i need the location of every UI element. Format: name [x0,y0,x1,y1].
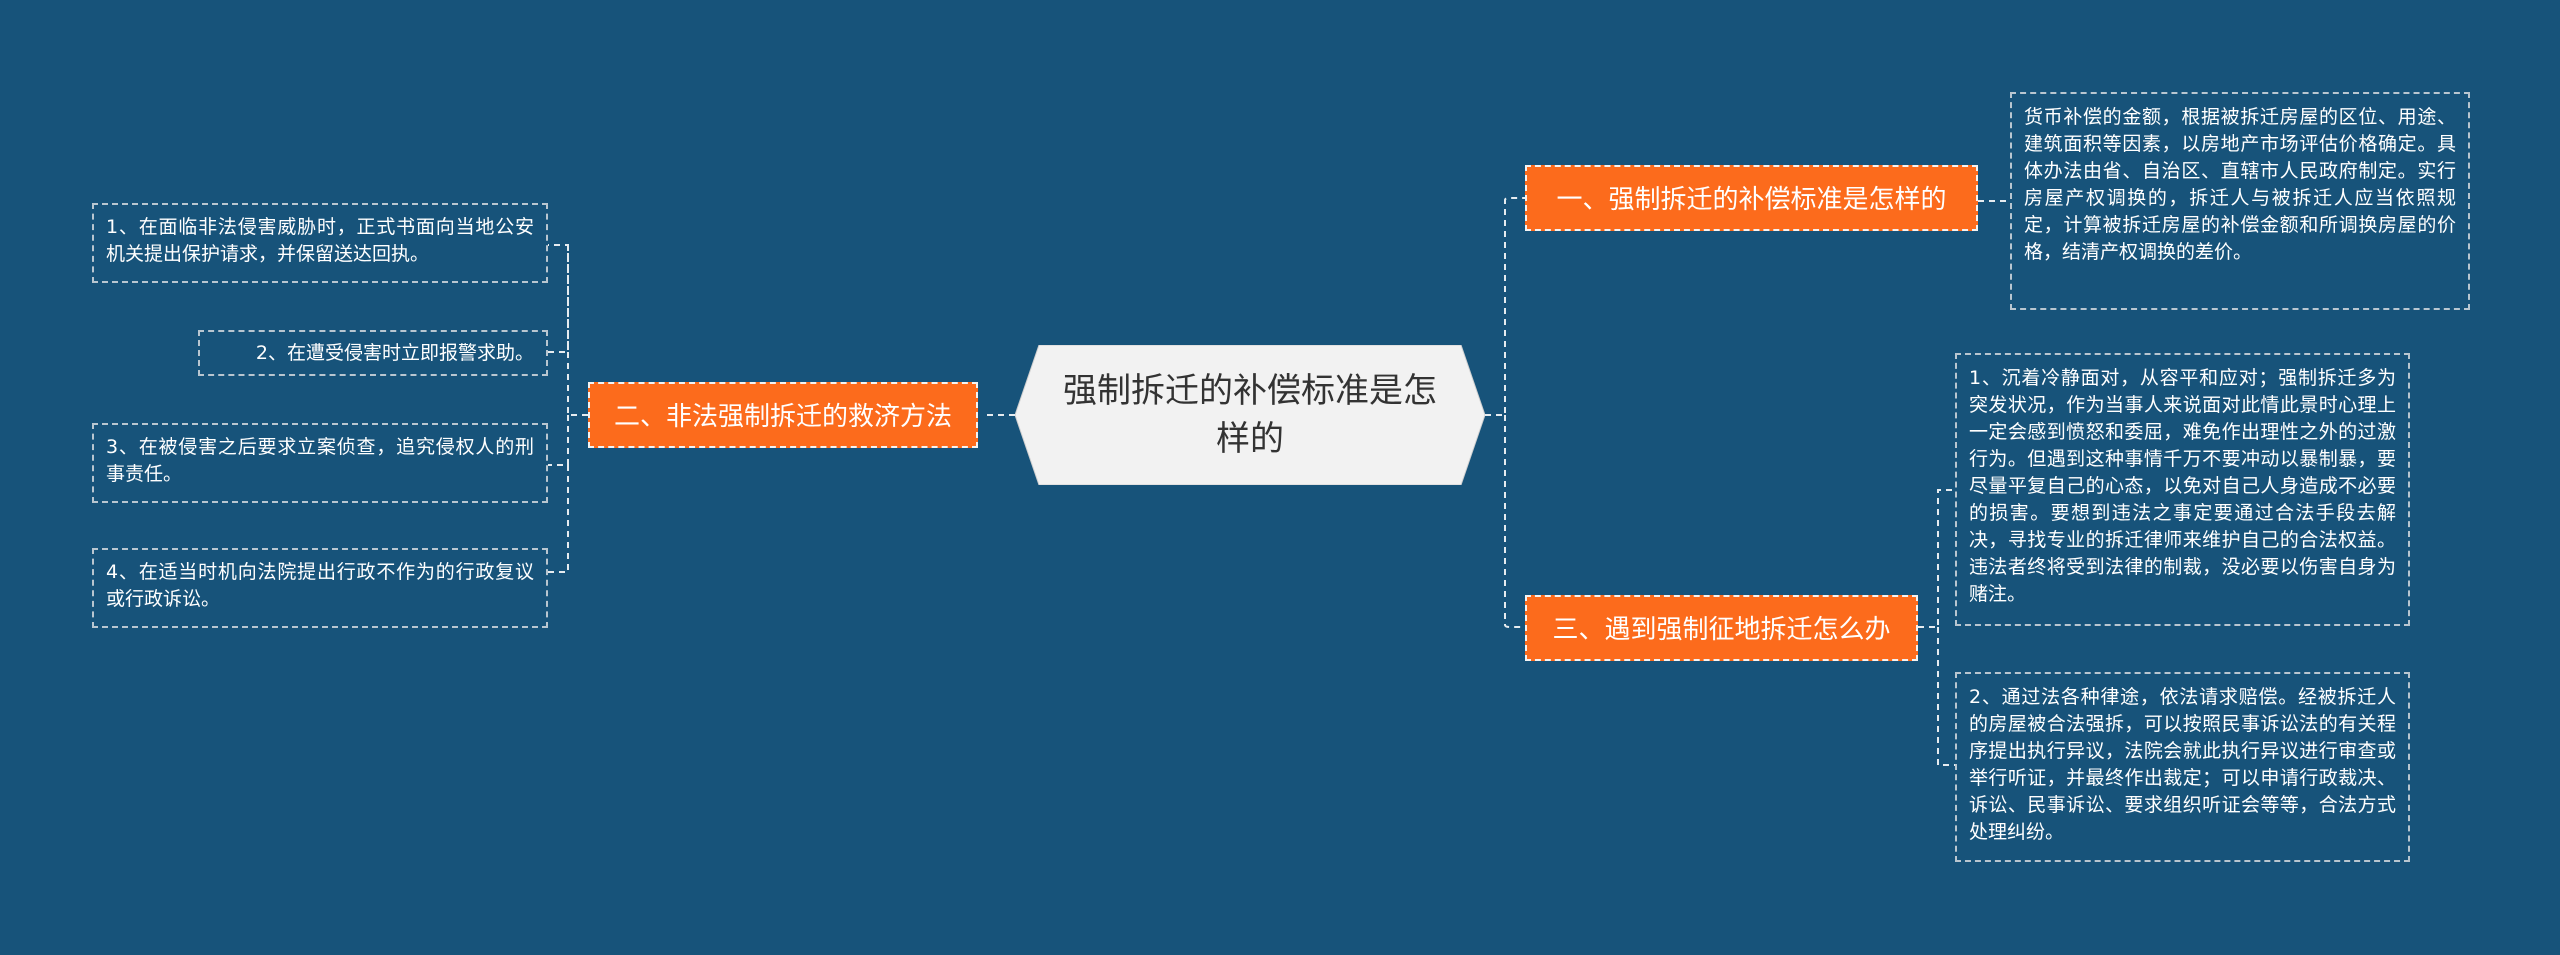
leaf-text: 1、沉着冷静面对，从容平和应对；强制拆迁多为突发状况，作为当事人来说面对此情此景… [1969,367,2396,605]
leaf-remedy-3[interactable]: 3、在被侵害之后要求立案侦查，追究侵权人的刑事责任。 [92,423,548,503]
leaf-text: 4、在适当时机向法院提出行政不作为的行政复议或行政诉讼。 [106,561,534,610]
central-topic-label: 强制拆迁的补偿标准是怎样的 [1063,371,1437,459]
leaf-text: 货币补偿的金额，根据被拆迁房屋的区位、用途、建筑面积等因素，以房地产市场评估价格… [2024,106,2456,263]
leaf-text: 3、在被侵害之后要求立案侦查，追究侵权人的刑事责任。 [106,436,534,485]
leaf-response-2[interactable]: 2、通过法各种律途，依法请求赔偿。经被拆迁人的房屋被合法强拆，可以按照民事诉讼法… [1955,672,2410,862]
leaf-remedy-1[interactable]: 1、在面临非法侵害威胁时，正式书面向当地公安机关提出保护请求，并保留送达回执。 [92,203,548,283]
leaf-remedy-2[interactable]: 2、在遭受侵害时立即报警求助。 [198,330,548,376]
connector-center-b1 [1485,197,1525,416]
leaf-response-1[interactable]: 1、沉着冷静面对，从容平和应对；强制拆迁多为突发状况，作为当事人来说面对此情此景… [1955,353,2410,626]
leaf-compensation-detail[interactable]: 货币补偿的金额，根据被拆迁房屋的区位、用途、建筑面积等因素，以房地产市场评估价格… [2010,92,2470,310]
central-topic-shape [1015,345,1485,485]
leaf-text: 1、在面临非法侵害威胁时，正式书面向当地公安机关提出保护请求，并保留送达回执。 [106,216,534,265]
connector-b3-leaves [1918,489,1955,766]
connector-center-b3 [1504,415,1525,628]
branch-forced-demolition-response[interactable]: 三、遇到强制征地拆迁怎么办 [1525,595,1918,661]
central-topic[interactable]: 强制拆迁的补偿标准是怎样的 [1015,345,1485,485]
branch-label: 三、遇到强制征地拆迁怎么办 [1552,615,1891,645]
branch-illegal-demolition-remedies[interactable]: 二、非法强制拆迁的救济方法 [588,382,978,448]
branch-label: 二、非法强制拆迁的救济方法 [613,402,952,432]
branch-label: 一、强制拆迁的补偿标准是怎样的 [1556,185,1947,215]
leaf-text: 2、在遭受侵害时立即报警求助。 [255,342,534,364]
leaf-remedy-4[interactable]: 4、在适当时机向法院提出行政不作为的行政复议或行政诉讼。 [92,548,548,628]
leaf-text: 2、通过法各种律途，依法请求赔偿。经被拆迁人的房屋被合法强拆，可以按照民事诉讼法… [1969,686,2396,843]
branch-compensation-standard[interactable]: 一、强制拆迁的补偿标准是怎样的 [1525,165,1978,231]
connector-b2-leaves [548,244,588,573]
